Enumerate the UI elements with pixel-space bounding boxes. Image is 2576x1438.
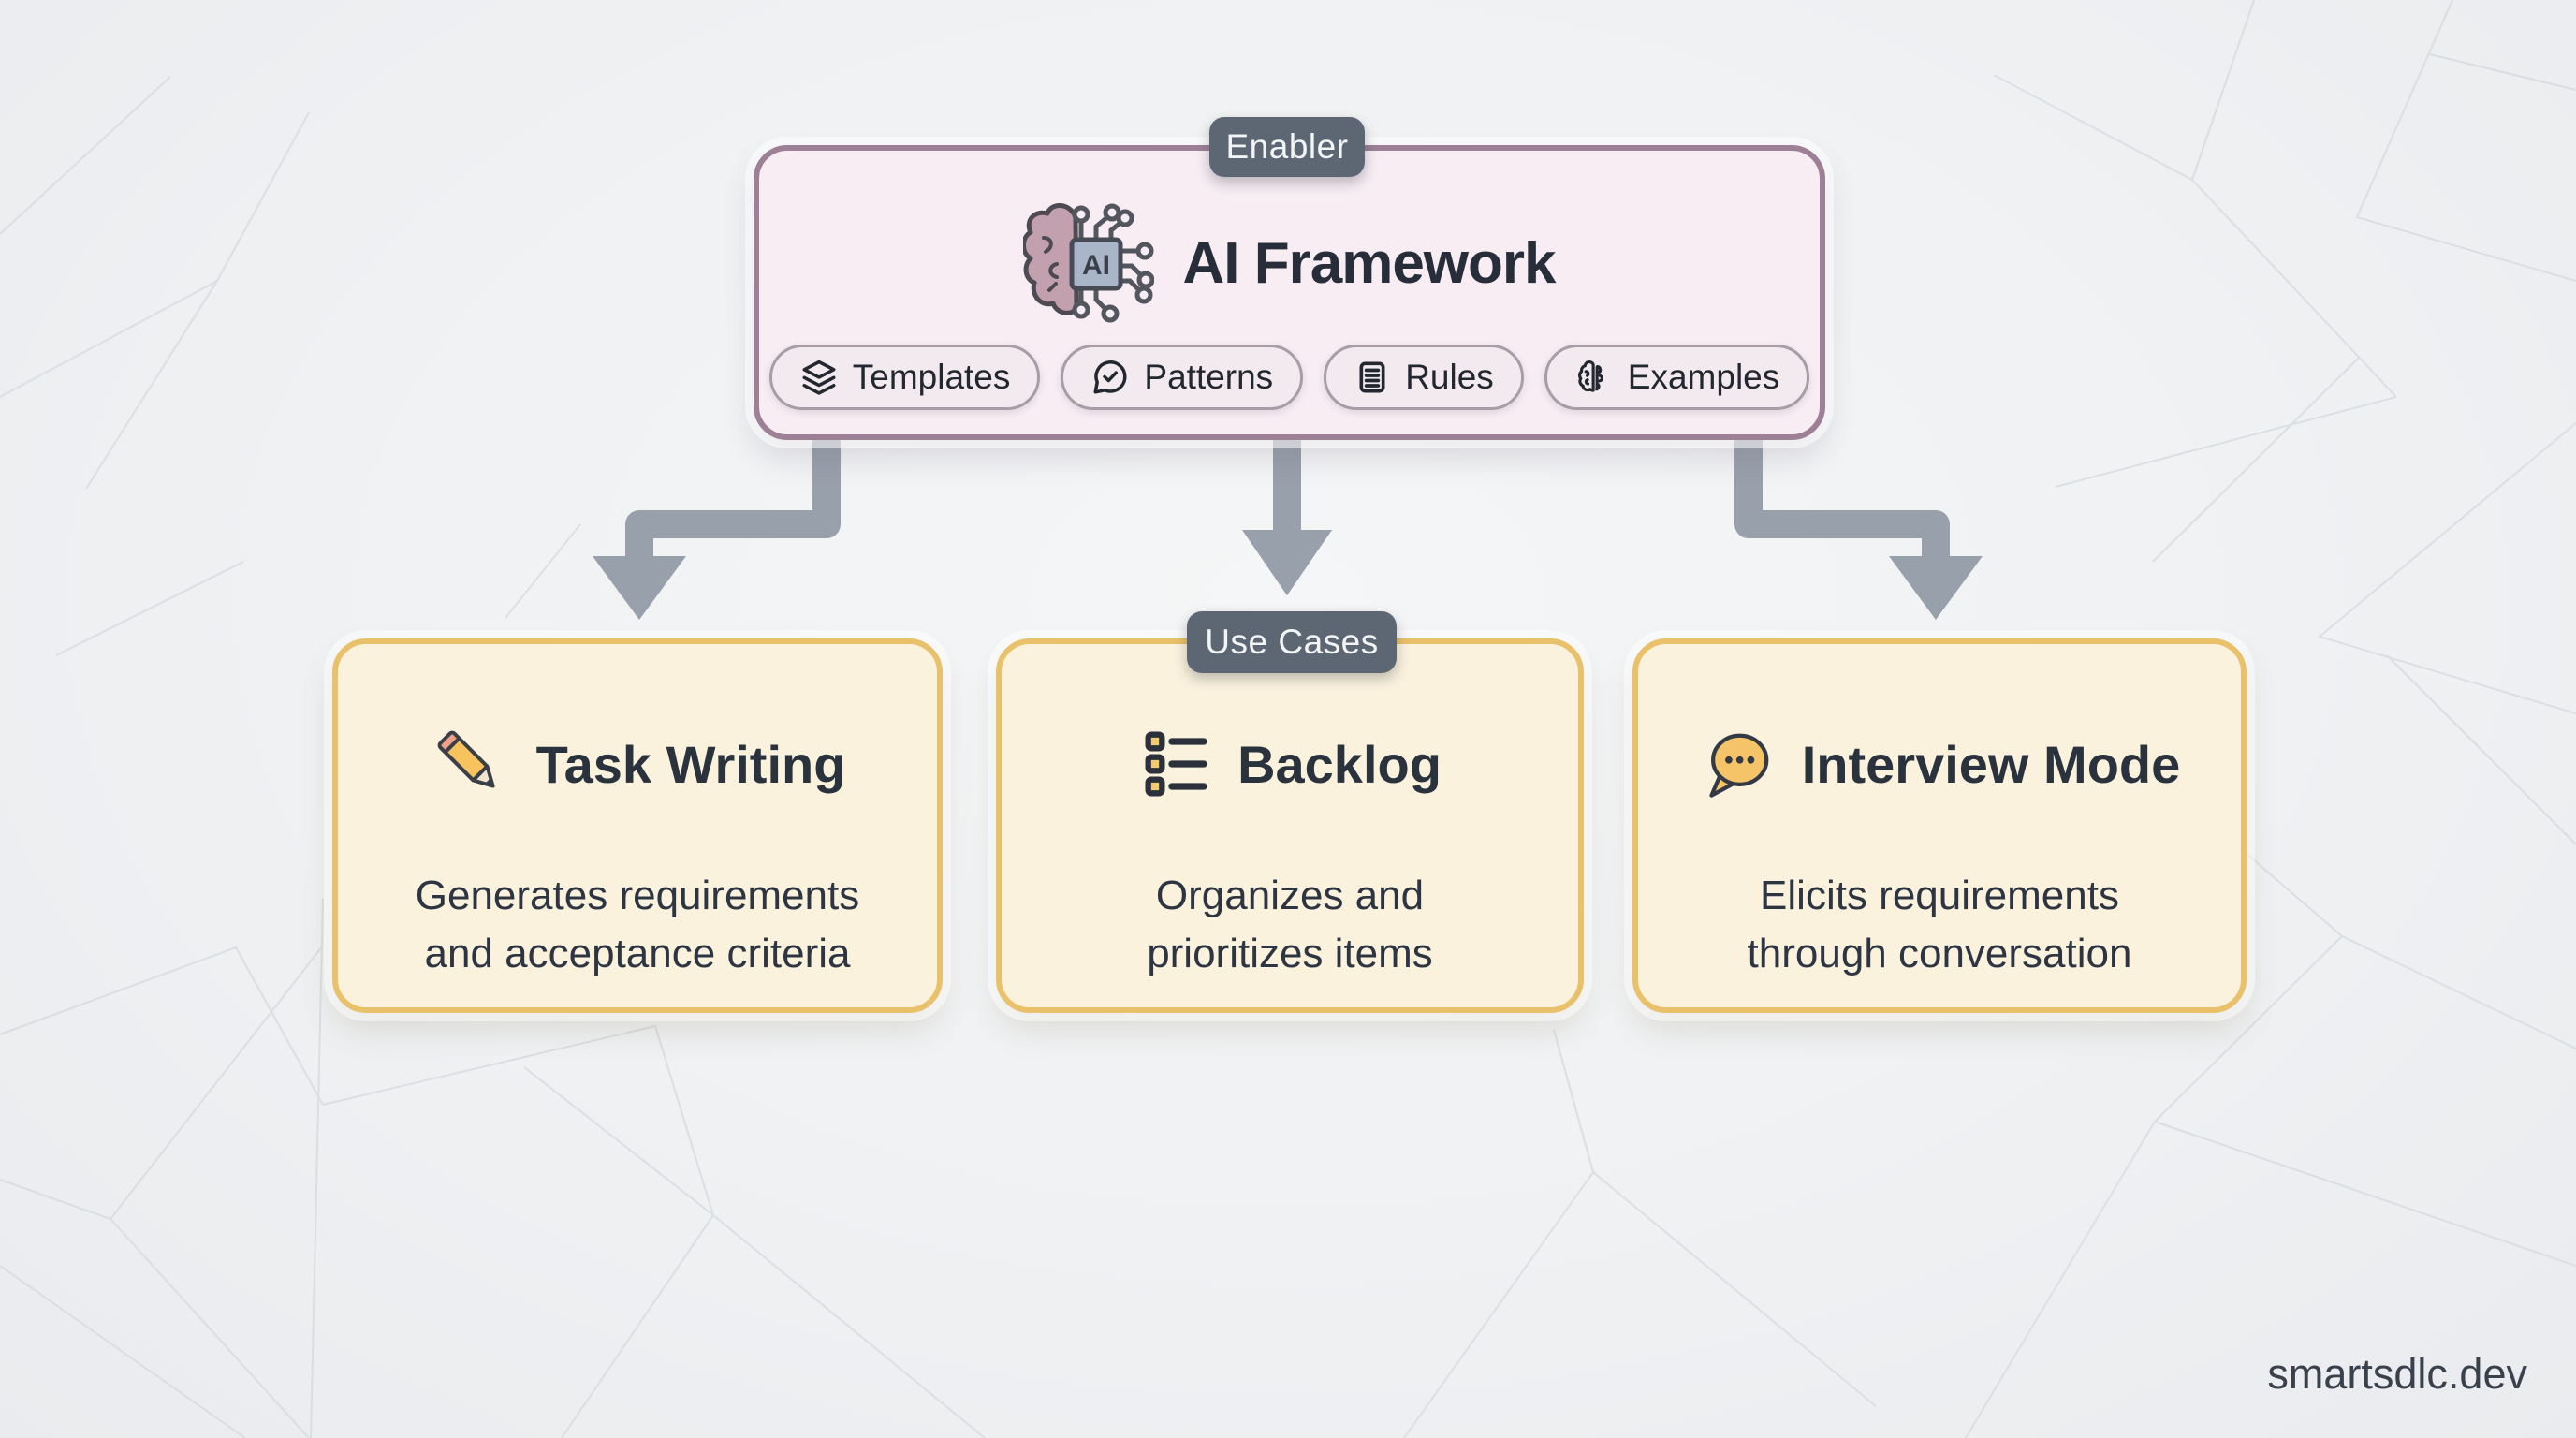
- arrow-middle: [1242, 440, 1332, 595]
- chip-patterns: Patterns: [1061, 345, 1304, 410]
- brain-icon: [1577, 360, 1603, 392]
- document-lines-icon: [1359, 361, 1385, 393]
- layers-icon: [802, 360, 836, 395]
- chip-label: Examples: [1627, 358, 1780, 396]
- watermark: smartsdlc.dev: [2267, 1350, 2527, 1398]
- chip-rules: Rules: [1324, 345, 1524, 410]
- card-description: Organizes and prioritizes items: [1147, 873, 1433, 976]
- message-check-icon: [1093, 360, 1127, 394]
- chip-label: Templates: [852, 358, 1011, 396]
- enabler-chips: Templates Patterns Rules: [759, 344, 1820, 411]
- chip-label: Patterns: [1144, 358, 1274, 396]
- arrow-left: [593, 440, 841, 620]
- speech-bubble-icon: [1709, 733, 1769, 798]
- chip-examples: Examples: [1544, 345, 1810, 410]
- card-backlog: Backlog Organizes and prioritizes items: [996, 638, 1584, 1013]
- card-description: Elicits requirements through conversatio…: [1747, 873, 2132, 976]
- enabler-header: AI AI Framework: [759, 188, 1820, 338]
- pencil-icon: [437, 730, 495, 788]
- card-title: Task Writing: [535, 734, 846, 794]
- arrow-right: [1734, 440, 1983, 620]
- checklist-icon: [1145, 731, 1208, 797]
- chip-templates: Templates: [768, 345, 1041, 410]
- enabler-title: AI Framework: [1182, 230, 1556, 296]
- card-header: Backlog: [1002, 717, 1578, 811]
- card-header: Task Writing: [338, 717, 937, 811]
- chip-label: Rules: [1405, 358, 1494, 396]
- card-header: Interview Mode: [1638, 717, 2241, 811]
- card-task-writing: Task Writing Generates requirements and …: [332, 638, 943, 1013]
- svg-text:AI: AI: [1082, 250, 1110, 281]
- use-cases-badge: Use Cases: [1187, 611, 1397, 673]
- enabler-box: AI AI Framework Templates Patterns: [754, 145, 1825, 440]
- enabler-badge: Enabler: [1209, 117, 1365, 177]
- ai-brain-chip-icon: AI: [1023, 203, 1155, 323]
- card-description: Generates requirements and acceptance cr…: [415, 873, 860, 976]
- card-title: Backlog: [1237, 734, 1442, 794]
- card-interview-mode: Interview Mode Elicits requirements thro…: [1632, 638, 2247, 1013]
- card-title: Interview Mode: [1801, 734, 2181, 794]
